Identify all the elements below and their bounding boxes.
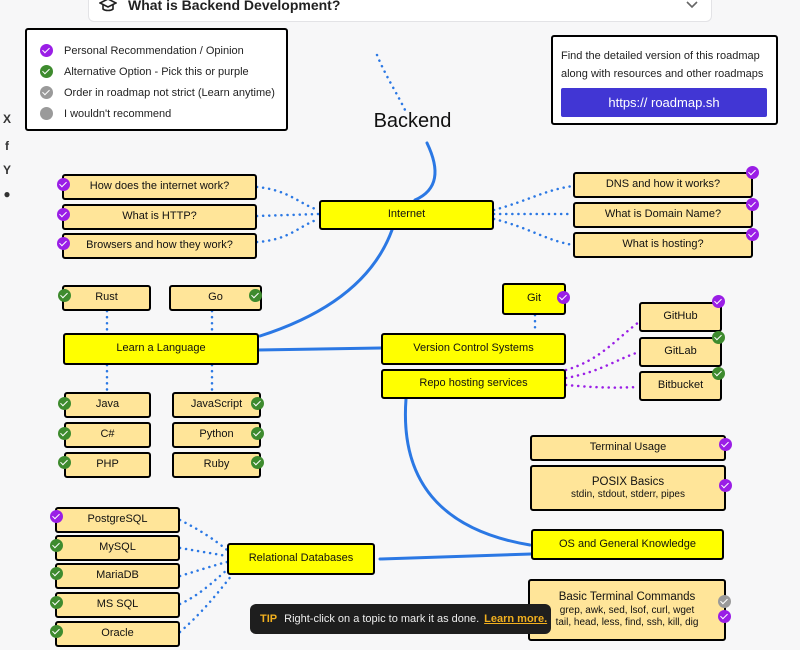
node-python[interactable]: Python <box>172 422 261 448</box>
green-check-icon <box>58 289 71 302</box>
posix-title: POSIX Basics <box>591 475 665 488</box>
node-oracle[interactable]: Oracle <box>55 621 180 647</box>
legend-label: Order in roadmap not strict (Learn anyti… <box>64 86 275 99</box>
roadmap-info-box: Find the detailed version of this roadma… <box>551 35 778 125</box>
legend-item: I wouldn't recommend <box>40 103 286 124</box>
node-domain-name[interactable]: What is Domain Name? <box>573 202 753 228</box>
check-circle-icon <box>40 86 53 99</box>
node-java[interactable]: Java <box>64 392 151 418</box>
faq-question: What is Backend Development? <box>128 0 341 13</box>
node-version-control-systems[interactable]: Version Control Systems <box>381 333 566 365</box>
faq-accordion[interactable]: What is Backend Development? <box>88 0 712 22</box>
basic-terminal-title: Basic Terminal Commands <box>558 591 696 604</box>
green-check-icon <box>50 625 63 638</box>
node-rust[interactable]: Rust <box>62 285 151 311</box>
basic-terminal-subtitle-2: tail, head, less, find, ssh, kill, dig <box>555 617 699 629</box>
purple-check-icon <box>746 198 759 211</box>
node-what-is-http[interactable]: What is HTTP? <box>62 204 257 230</box>
tip-text: Right-click on a topic to mark it as don… <box>284 613 480 625</box>
legend-item: Alternative Option - Pick this or purple <box>40 61 286 82</box>
node-terminal-usage[interactable]: Terminal Usage <box>530 435 726 461</box>
roadmap-title: Backend <box>373 110 452 132</box>
info-line-1: Find the detailed version of this roadma… <box>561 50 760 62</box>
legend-item: Personal Recommendation / Opinion <box>40 40 286 61</box>
gray-check-icon <box>718 595 731 608</box>
reddit-share-icon[interactable]: ● <box>3 187 11 201</box>
purple-check-icon <box>57 237 70 250</box>
node-ms-sql[interactable]: MS SQL <box>55 592 180 618</box>
facebook-share-icon[interactable]: f <box>5 139 9 153</box>
node-mysql[interactable]: MySQL <box>55 535 180 561</box>
node-gitlab[interactable]: GitLab <box>639 337 722 367</box>
roadmap-link-button[interactable]: https:// roadmap.sh <box>561 88 767 117</box>
node-basic-terminal-commands[interactable]: Basic Terminal Commands grep, awk, sed, … <box>528 579 726 641</box>
node-learn-a-language[interactable]: Learn a Language <box>63 333 259 365</box>
node-csharp[interactable]: C# <box>64 422 151 448</box>
graduation-cap-icon <box>99 0 117 12</box>
node-relational-databases[interactable]: Relational Databases <box>227 543 375 575</box>
green-check-icon <box>58 456 71 469</box>
legend-label: I wouldn't recommend <box>64 107 172 120</box>
purple-check-icon <box>557 291 570 304</box>
tip-key: TIP <box>260 613 278 625</box>
green-check-icon <box>712 367 725 380</box>
green-check-icon <box>50 539 63 552</box>
info-line-2: along with resources and other roadmaps <box>561 68 764 80</box>
green-check-icon <box>251 427 264 440</box>
green-check-icon <box>58 397 71 410</box>
node-mariadb[interactable]: MariaDB <box>55 563 180 589</box>
node-javascript[interactable]: JavaScript <box>172 392 261 418</box>
purple-check-icon <box>719 438 732 451</box>
node-dns[interactable]: DNS and how it works? <box>573 172 753 198</box>
green-check-icon <box>251 456 264 469</box>
legend-item: Order in roadmap not strict (Learn anyti… <box>40 82 286 103</box>
purple-check-icon <box>719 479 732 492</box>
node-php[interactable]: PHP <box>64 452 151 478</box>
green-check-icon <box>50 567 63 580</box>
node-postgresql[interactable]: PostgreSQL <box>55 507 180 533</box>
node-posix-basics[interactable]: POSIX Basics stdin, stdout, stderr, pipe… <box>530 465 726 511</box>
node-os-general-knowledge[interactable]: OS and General Knowledge <box>531 529 724 560</box>
check-circle-icon <box>40 65 53 78</box>
green-check-icon <box>251 397 264 410</box>
green-check-icon <box>712 331 725 344</box>
purple-check-icon <box>746 166 759 179</box>
node-browsers[interactable]: Browsers and how they work? <box>62 233 257 259</box>
hackernews-share-icon[interactable]: Y <box>2 163 11 177</box>
node-ruby[interactable]: Ruby <box>172 452 261 478</box>
node-github[interactable]: GitHub <box>639 302 722 332</box>
node-repo-hosting-services[interactable]: Repo hosting services <box>381 369 566 399</box>
node-how-internet-works[interactable]: How does the internet work? <box>62 174 257 200</box>
basic-terminal-subtitle-1: grep, awk, sed, lsof, curl, wget <box>559 604 695 616</box>
node-bitbucket[interactable]: Bitbucket <box>639 371 722 401</box>
purple-check-icon <box>746 228 759 241</box>
circle-icon <box>40 107 53 120</box>
check-circle-icon <box>40 44 53 57</box>
tip-learn-more-link[interactable]: Learn more. <box>484 613 548 625</box>
green-check-icon <box>50 596 63 609</box>
purple-check-icon <box>718 610 731 623</box>
legend-label: Personal Recommendation / Opinion <box>64 44 244 57</box>
node-hosting[interactable]: What is hosting? <box>573 232 753 258</box>
x-share-icon[interactable]: X <box>2 112 11 126</box>
purple-check-icon <box>50 510 63 523</box>
node-git[interactable]: Git <box>502 283 566 315</box>
purple-check-icon <box>57 178 70 191</box>
node-go[interactable]: Go <box>169 285 262 311</box>
green-check-icon <box>58 427 71 440</box>
chevron-down-icon[interactable] <box>685 0 699 10</box>
posix-subtitle: stdin, stdout, stderr, pipes <box>571 488 685 500</box>
tip-toast: TIP Right-click on a topic to mark it as… <box>250 604 551 634</box>
green-check-icon <box>249 289 262 302</box>
node-internet[interactable]: Internet <box>319 200 494 230</box>
purple-check-icon <box>712 295 725 308</box>
legend-label: Alternative Option - Pick this or purple <box>64 65 249 78</box>
purple-check-icon <box>57 208 70 221</box>
